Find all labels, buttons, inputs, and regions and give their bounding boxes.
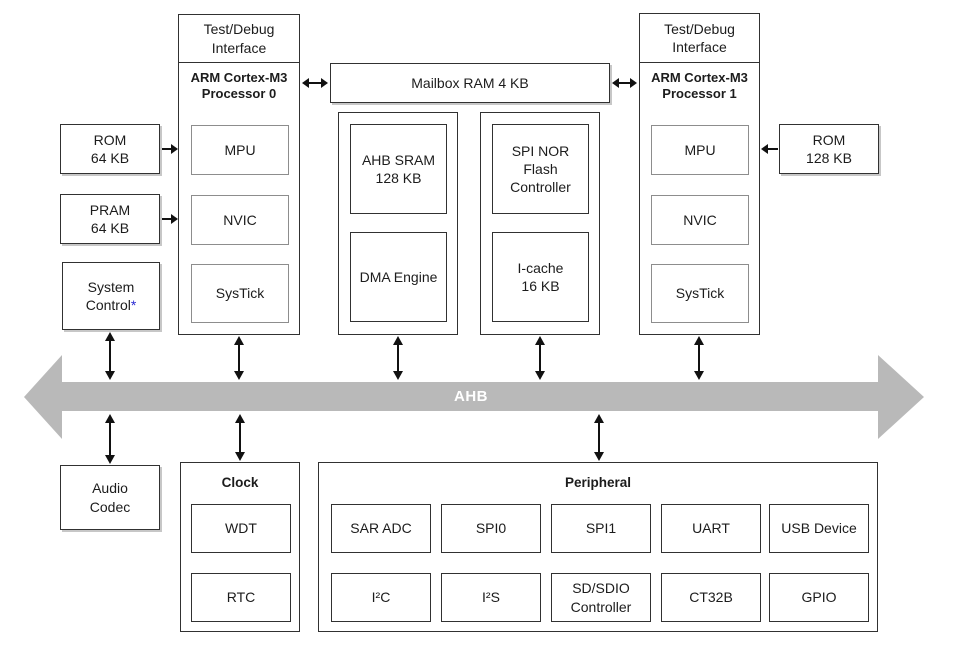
sar-adc-box: SAR ADC	[331, 504, 431, 553]
arrow-processor1-ahb	[694, 336, 704, 380]
i2c-box: I²C	[331, 573, 431, 622]
ahb-sram-box: AHB SRAM 128 KB	[350, 124, 447, 214]
icache-box: I-cache 16 KB	[492, 232, 589, 322]
test-debug-interface-1-box: Test/Debug Interface	[639, 13, 760, 62]
sram-dma-container: AHB SRAM 128 KB DMA Engine	[338, 112, 458, 335]
arrow-ahb-clock	[235, 414, 245, 461]
arrow-processor0-mailbox	[302, 78, 328, 88]
i2s-box: I²S	[441, 573, 541, 622]
arrow-pram-processor0	[161, 214, 178, 224]
processor-1-box: ARM Cortex-M3 Processor 1 MPU NVIC SysTi…	[639, 62, 760, 335]
ct32b-box: CT32B	[661, 573, 761, 622]
test-debug-interface-0-box: Test/Debug Interface	[178, 14, 300, 62]
arrow-ahb-audio-codec	[105, 414, 115, 464]
processor-1-label: ARM Cortex-M3 Processor 1	[651, 70, 748, 102]
processor-1-nvic-box: NVIC	[651, 195, 749, 245]
processor-1-systick-box: SysTick	[651, 264, 749, 323]
processor-0-mpu-box: MPU	[191, 125, 289, 175]
mailbox-ram-box: Mailbox RAM 4 KB	[330, 63, 610, 103]
system-control-label: System Control*	[86, 278, 137, 314]
audio-codec-box: Audio Codec	[60, 465, 160, 530]
spi-nor-flash-controller-box: SPI NOR Flash Controller	[492, 124, 589, 214]
system-control-asterisk: *	[130, 297, 137, 313]
gpio-box: GPIO	[769, 573, 869, 622]
processor-1-mpu-box: MPU	[651, 125, 749, 175]
processor-0-label: ARM Cortex-M3 Processor 0	[190, 70, 288, 102]
arrow-system-control-ahb	[105, 332, 115, 380]
ahb-bus-label: AHB	[454, 388, 488, 405]
processor-0-box: ARM Cortex-M3 Processor 0 MPU NVIC SysTi…	[178, 62, 300, 335]
uart-box: UART	[661, 504, 761, 553]
spinor-icache-container: SPI NOR Flash Controller I-cache 16 KB	[480, 112, 600, 335]
system-control-box: System Control*	[62, 262, 160, 330]
dma-engine-box: DMA Engine	[350, 232, 447, 322]
ahb-bus-arrow	[24, 355, 924, 439]
peripheral-group-box: Peripheral SAR ADC SPI0 SPI1 UART USB De…	[318, 462, 878, 632]
rtc-box: RTC	[191, 573, 291, 622]
processor-0-nvic-box: NVIC	[191, 195, 289, 245]
clock-group-box: Clock WDT RTC	[180, 462, 300, 632]
arrow-ahb-peripheral	[594, 414, 604, 461]
arrow-mailbox-processor1	[612, 78, 637, 88]
arrow-spinor-container-ahb	[535, 336, 545, 380]
spi1-box: SPI1	[551, 504, 651, 553]
peripheral-group-title: Peripheral	[564, 475, 632, 490]
arrow-processor0-ahb	[234, 336, 244, 380]
system-control-text: System Control	[85, 278, 135, 313]
sd-sdio-controller-box: SD/SDIO Controller	[551, 573, 651, 622]
rom-64kb-box: ROM 64 KB	[60, 124, 160, 174]
wdt-box: WDT	[191, 504, 291, 553]
arrow-rom128-processor1	[761, 144, 778, 154]
usb-device-box: USB Device	[769, 504, 869, 553]
arrow-sram-container-ahb	[393, 336, 403, 380]
spi0-box: SPI0	[441, 504, 541, 553]
rom-128kb-box: ROM 128 KB	[779, 124, 879, 174]
arrow-rom64-processor0	[161, 144, 178, 154]
processor-0-systick-box: SysTick	[191, 264, 289, 323]
pram-64kb-box: PRAM 64 KB	[60, 194, 160, 244]
clock-group-title: Clock	[221, 475, 259, 490]
